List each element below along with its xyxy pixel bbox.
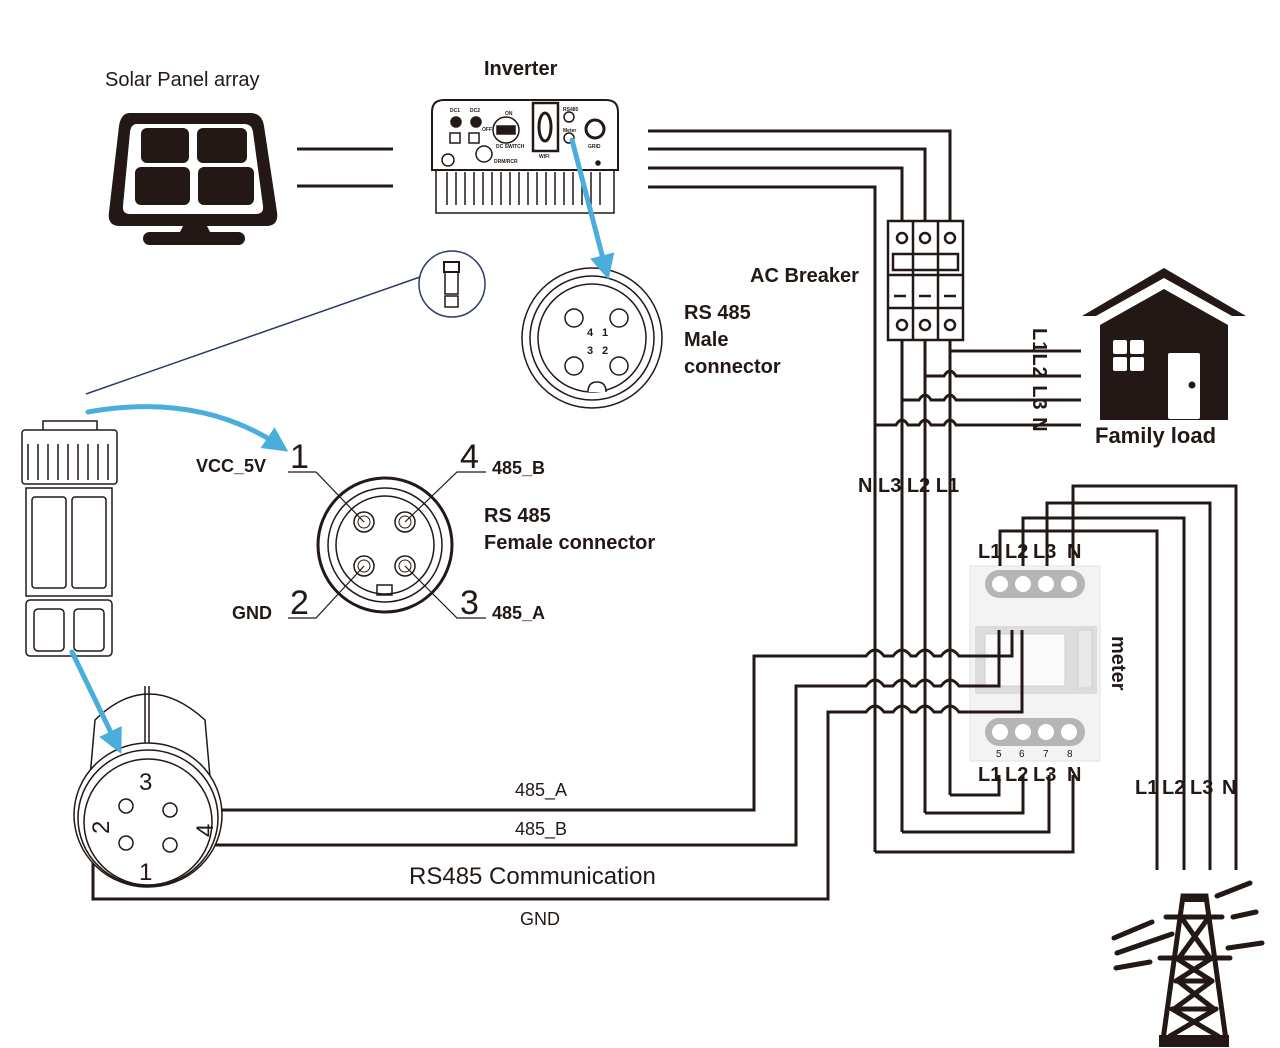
plug-pin-4: 4 — [192, 824, 219, 837]
grid-l3: L3 — [1190, 777, 1214, 799]
pin3-signal-label: 485_A — [492, 603, 546, 623]
port-wifi: WIFI — [539, 154, 550, 160]
meter-load-wires — [875, 775, 1075, 854]
female-pin-2: 2 — [290, 584, 309, 622]
connector-inset-icon — [418, 250, 486, 318]
meter-top-l1: L1 — [978, 541, 1002, 563]
meter-bottom-l2: L2 — [1005, 764, 1029, 786]
meter-grid-wires — [998, 484, 1238, 870]
meter-terminal-6: 6 — [1019, 749, 1025, 760]
house-icon — [1082, 268, 1246, 420]
meter-terminal-5: 5 — [996, 749, 1002, 760]
arrow-plug-to-female — [85, 404, 289, 452]
male-connector-icon — [521, 267, 663, 409]
arrow-plug-to-round — [69, 649, 122, 755]
female-connector-title-1: RS 485 — [484, 505, 551, 527]
male-connector-pin-labels: 4 1 3 2 — [587, 327, 608, 357]
port-grid: GRID — [588, 144, 601, 150]
male-connector-title-1: RS 485 — [684, 302, 751, 324]
pin2-signal-label: GND — [232, 603, 272, 623]
round-plug-icon — [73, 686, 223, 888]
cable-plug-icon — [21, 420, 118, 657]
meter-top-n: N — [1067, 541, 1082, 563]
inverter-port-labels: DC1 DC2 ON OFF DC SWITCH DRM/RCR WIFI RS… — [450, 107, 601, 165]
female-connector-title-2: Female connector — [484, 532, 656, 554]
meter-top-l3: L3 — [1033, 541, 1057, 563]
meter-top-l2: L2 — [1005, 541, 1029, 563]
meter-bottom-l1: L1 — [978, 764, 1002, 786]
inset-leader-line — [85, 276, 421, 395]
male-connector-title-3: connector — [684, 356, 781, 378]
port-rs485: RS485 — [563, 107, 579, 113]
female-pin-numbers: 1 2 3 4 — [290, 438, 479, 622]
meter-bottom-n: N — [1067, 764, 1082, 786]
inverter-label: Inverter — [484, 58, 558, 80]
meter-terminal-numbers: 5 6 7 8 — [996, 749, 1073, 760]
rs485-wires — [91, 630, 1024, 901]
inverter-ac-wires — [648, 129, 952, 852]
pin1-signal-label: VCC_5V — [196, 456, 267, 476]
power-tower-icon — [1111, 880, 1265, 1047]
male-pin-3: 3 — [587, 345, 593, 357]
wire-label-485b: 485_B — [515, 819, 568, 839]
female-pin-4: 4 — [460, 438, 479, 476]
plug-pin-2: 2 — [88, 821, 115, 834]
grid-l2: L2 — [1162, 777, 1186, 799]
family-load-wires — [875, 349, 1081, 427]
port-dc2: DC2 — [470, 108, 480, 114]
plug-pin-3: 3 — [139, 769, 152, 796]
wire-label-gnd: GND — [520, 909, 560, 929]
female-pin-1: 1 — [290, 438, 309, 476]
female-connector-icon — [288, 471, 486, 619]
meter-bottom-l3: L3 — [1033, 764, 1057, 786]
plug-pin-1: 1 — [139, 859, 152, 886]
port-dc-switch: DC SWITCH — [496, 144, 525, 150]
ac-breaker-icon — [886, 219, 965, 342]
breaker-output-wires — [900, 340, 952, 832]
rs485-communication-title: RS485 Communication — [409, 863, 656, 890]
meter-terminal-7: 7 — [1043, 749, 1049, 760]
ac-breaker-label: AC Breaker — [750, 265, 859, 287]
family-load-phase-labels: L1L2 L3 N — [1028, 328, 1050, 433]
wire-label-485a: 485_A — [515, 780, 568, 800]
grid-l1: L1 — [1135, 777, 1159, 799]
port-drm: DRM/RCR — [494, 159, 518, 165]
solar-panel-icon — [108, 113, 278, 245]
blue-arrows — [69, 137, 615, 755]
family-load-label: Family load — [1095, 423, 1217, 448]
meter-terminal-8: 8 — [1067, 749, 1073, 760]
grid-n: N — [1222, 777, 1237, 799]
male-pin-1: 1 — [602, 327, 608, 339]
solar-panel-label: Solar Panel array — [105, 69, 260, 91]
arrow-inverter-to-male — [569, 137, 615, 280]
breaker-bus-labels: N L3 L2 L1 — [858, 475, 960, 497]
plug-pin-numbers: 3 2 4 1 — [88, 769, 219, 886]
inverter-icon — [431, 99, 619, 214]
port-off: OFF — [482, 127, 492, 133]
female-pin-3: 3 — [460, 584, 479, 622]
male-connector-title-2: Male — [684, 329, 729, 351]
meter-icon — [969, 565, 1101, 762]
port-dc1: DC1 — [450, 108, 460, 114]
male-pin-4: 4 — [587, 327, 594, 339]
male-pin-2: 2 — [602, 345, 608, 357]
pin4-signal-label: 485_B — [492, 458, 546, 478]
port-meter: Meter — [563, 128, 576, 134]
meter-label: meter — [1107, 636, 1129, 691]
port-on: ON — [505, 111, 513, 117]
